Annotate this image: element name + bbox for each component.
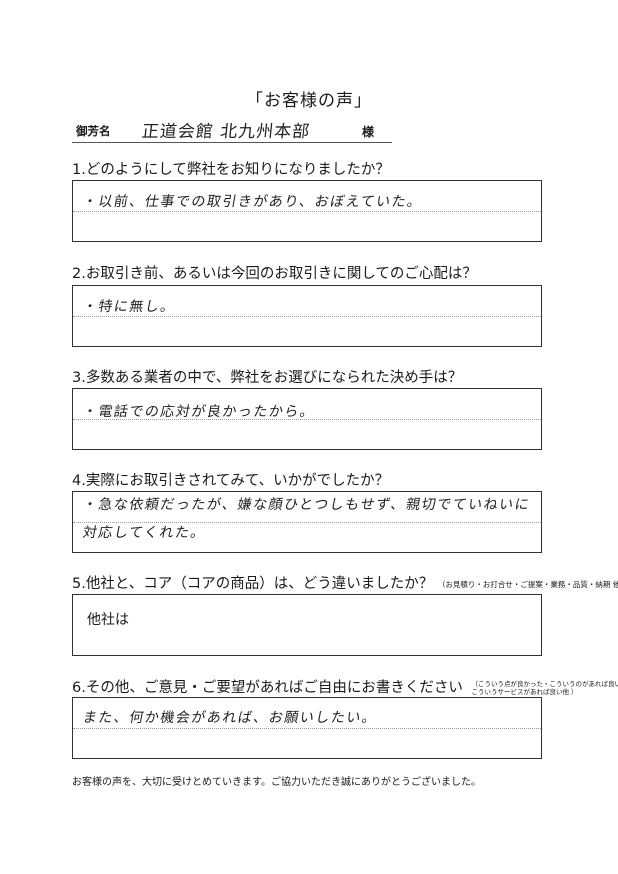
answer-rule [73, 522, 541, 523]
question-6-note-line-2: こういうサービスがあれば良い他 ） [471, 688, 578, 696]
answer-rule [73, 211, 541, 212]
answer-rule [73, 728, 541, 729]
question-5-note: （お見積り・お打合せ・ご提案・業務・品質・納期 他） [437, 579, 618, 589]
answer-2-line-1: ・特に無し。 [81, 299, 178, 315]
answer-box-3: ・電話での応対が良かったから。 [72, 388, 542, 450]
customer-name-row: 御芳名 正道会館 北九州本部 様 [72, 117, 392, 143]
question-6: 6.その他、ご意見・ご要望があればご自由にお書きください （こういう点が良かった… [72, 676, 618, 697]
customer-name-handwritten: 正道会館 北九州本部 [140, 122, 312, 142]
answer-rule [73, 316, 541, 317]
question-3: 3.多数ある業者の中で、弊社をお選びになられた決め手は？ [72, 370, 463, 386]
answer-box-6: また、何か機会があれば、お願いしたい。 [72, 697, 542, 759]
answer-box-1: ・以前、仕事での取引きがあり、おぼえていた。 [72, 180, 542, 242]
name-label: 御芳名 [76, 124, 111, 138]
answer-4-line-2: 対応してくれた。 [81, 525, 208, 541]
answer-3-line-1: ・電話での応対が良かったから。 [81, 404, 317, 420]
question-5: 5.他社と、コア（コアの商品）は、どう違いましたか？ （お見積り・お打合せ・ご提… [72, 572, 618, 593]
answer-box-4: ・急な依頼だったが、嫌な顔ひとつしもせず、親切でていねいに 対応してくれた。 [72, 491, 542, 553]
question-6-note: （こういう点が良かった・こういうのがあれば良い こういうサービスがあれば良い他 … [471, 680, 618, 696]
question-6-note-line-1: （こういう点が良かった・こういうのがあれば良い [471, 680, 618, 688]
honorific-suffix: 様 [362, 125, 375, 139]
footer-thanks: お客様の声を、大切に受けとめていきます。ご協力いただき誠にありがとうございました… [72, 777, 481, 788]
question-6-text: 6.その他、ご意見・ご要望があればご自由にお書きください [72, 680, 463, 696]
answer-4-line-1: ・急な依頼だったが、嫌な顔ひとつしもせず、親切でていねいに [81, 497, 532, 513]
answer-1-line-1: ・以前、仕事での取引きがあり、おぼえていた。 [81, 194, 424, 210]
question-1: 1.どのようにして弊社をお知りになりましたか？ [72, 162, 390, 178]
answer-box-5: 他社は [72, 594, 542, 656]
answer-5-printed-prefix: 他社は [87, 612, 129, 628]
page-title: 「お客様の声」 [246, 91, 372, 111]
answer-box-2: ・特に無し。 [72, 285, 542, 347]
question-4: 4.実際にお取引きされてみて、いかがでしたか？ [72, 473, 390, 489]
answer-6-line-1: また、何か機会があれば、お願いしたい。 [81, 710, 379, 726]
question-5-text: 5.他社と、コア（コアの商品）は、どう違いましたか？ [72, 576, 434, 592]
answer-rule [73, 419, 541, 420]
question-2: 2.お取引き前、あるいは今回のお取引きに関してのご心配は？ [72, 266, 477, 282]
name-underline [72, 142, 392, 143]
